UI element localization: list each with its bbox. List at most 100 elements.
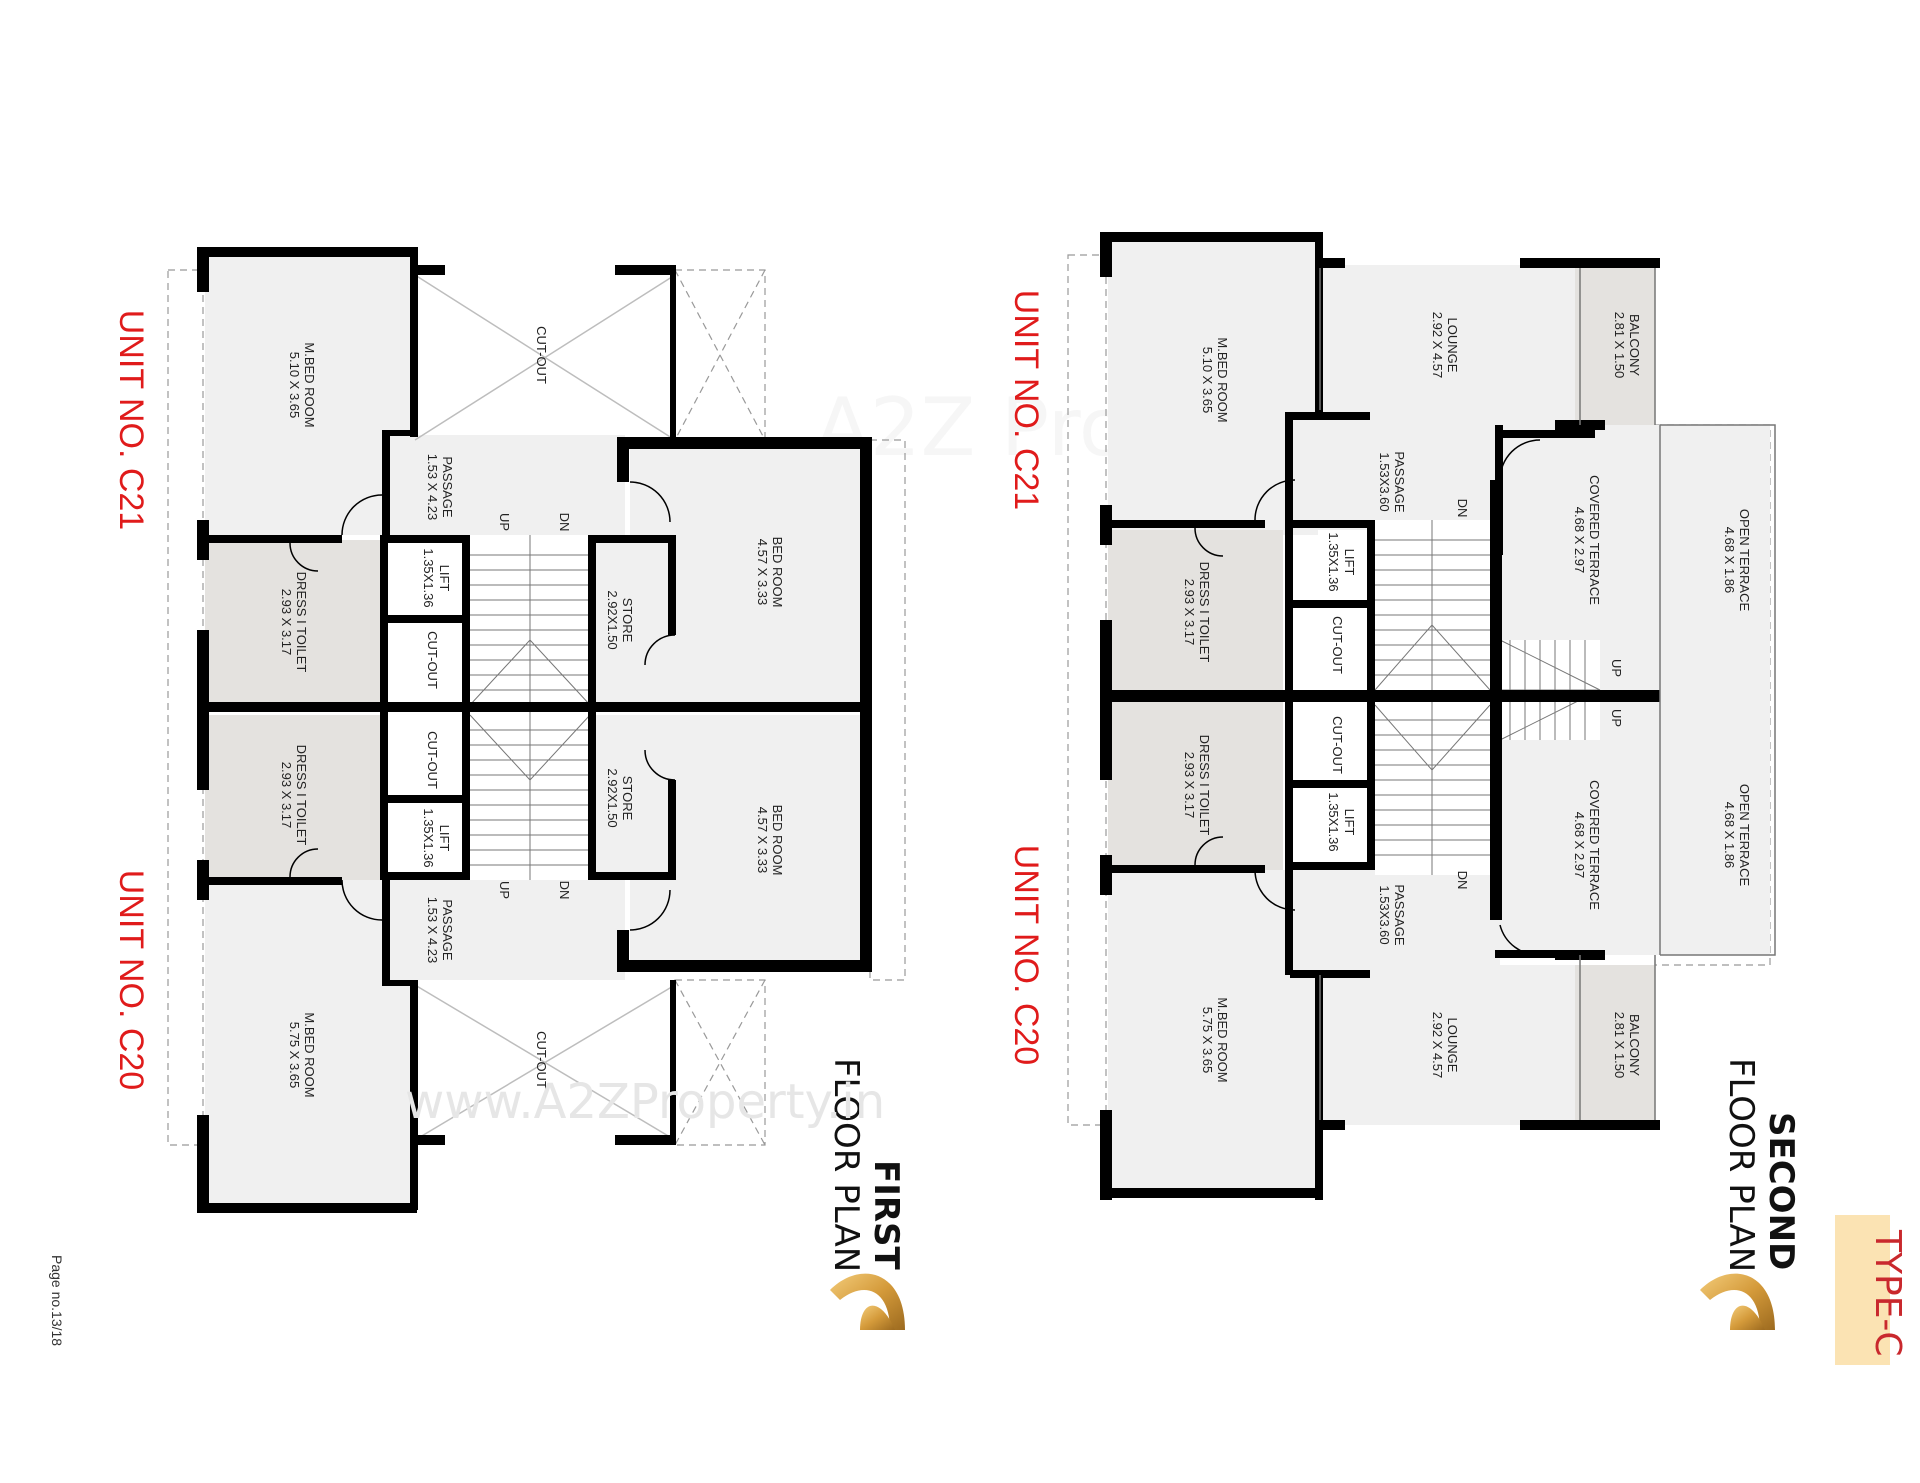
first-room-mbed-bottom (205, 880, 415, 1205)
second-label-balcony-top: BALCONY (1627, 314, 1642, 376)
first-room-passage-bottom (385, 880, 625, 980)
second-label-passage-bottom: PASSAGE (1392, 884, 1407, 946)
first-stair-up-bottom: UP (497, 881, 512, 899)
second-room-dress-top (1108, 530, 1283, 695)
second-stair-dn-bottom: DN (1455, 871, 1470, 890)
first-size-dress-top: 2.93 X 3.17 (279, 589, 294, 656)
first-cutout-cross (414, 274, 676, 1141)
second-terrace-up-top: UP (1609, 659, 1624, 677)
first-room-store-bottom (595, 715, 675, 880)
second-label-lift-bottom: LIFT (1342, 809, 1357, 836)
first-label-cutout-small-top: CUT-OUT (425, 631, 440, 689)
first-walls (197, 247, 872, 1213)
second-floor-logo-icon (1700, 1273, 1775, 1330)
second-floor-title-rest: FLOOR PLAN (1721, 1058, 1761, 1272)
second-size-mbed-top: 5.10 X 3.65 (1200, 347, 1215, 414)
second-label-dress-top: DRESS I TOILET (1197, 562, 1212, 663)
first-dashed-cross (674, 269, 766, 1146)
first-label-passage-bottom: PASSAGE (440, 899, 455, 961)
first-label-store-bottom: STORE (620, 776, 635, 821)
second-floor-plan: UNIT NO. C21 UNIT NO. C20 DN DN UP UP (1007, 232, 1801, 1330)
second-label-covered-bottom: COVERED TERRACE (1587, 780, 1602, 910)
second-size-balcony-top: 2.81 X 1.50 (1612, 312, 1627, 379)
second-label-mbed-top: M.BED ROOM (1215, 337, 1230, 422)
first-label-bed-top: BED ROOM (770, 537, 785, 608)
page-number: Page no.13/18 (49, 1255, 65, 1346)
first-room-dress-bottom (205, 715, 380, 880)
second-room-mbed-bottom (1108, 870, 1318, 1190)
first-room-dress-top (205, 540, 380, 705)
first-room-store-top (595, 540, 675, 705)
second-room-lounge-bottom (1320, 965, 1575, 1125)
second-size-lift-bottom: 1.35X1.36 (1326, 792, 1341, 851)
second-stair-dn-top: DN (1455, 499, 1470, 518)
second-label-open-bottom: OPEN TERRACE (1737, 784, 1752, 887)
first-label-dress-bottom: DRESS I TOILET (294, 745, 309, 846)
second-label-balcony-bottom: BALCONY (1627, 1014, 1642, 1076)
first-label-passage-top: PASSAGE (440, 456, 455, 518)
second-label-dress-bottom: DRESS I TOILET (1197, 735, 1212, 836)
second-room-dress-bottom (1108, 700, 1283, 870)
second-floor-title-bold: SECOND (1761, 1112, 1801, 1270)
first-floor-logo-icon (830, 1273, 905, 1330)
second-label-mbed-bottom: M.BED ROOM (1215, 997, 1230, 1082)
first-size-mbed-top: 5.10 X 3.65 (287, 352, 302, 419)
second-unit-c20-label: UNIT NO. C20 (1007, 845, 1045, 1065)
first-bottom-dashed-cutout (674, 979, 766, 1146)
first-size-store-top: 2.92X1.50 (605, 590, 620, 649)
second-room-balcony-top (1575, 265, 1655, 425)
first-label-cutout-bottom: CUT-OUT (534, 1031, 549, 1089)
second-size-lift-top: 1.35X1.36 (1326, 532, 1341, 591)
second-size-lounge-bottom: 2.92 X 4.57 (1430, 1012, 1445, 1079)
watermark-url: www.A2ZProperty.in (405, 1074, 885, 1130)
first-unit-c21-label: UNIT NO. C21 (112, 310, 150, 530)
first-label-dress-top: DRESS I TOILET (294, 572, 309, 673)
first-room-mbed-top (205, 255, 415, 535)
second-size-passage-top: 1.53X3.60 (1377, 452, 1392, 511)
first-label-store-top: STORE (620, 598, 635, 643)
first-label-lift-top: LIFT (437, 565, 452, 592)
first-floor-plan: UNIT NO. C21 UNIT NO. C20 UP DN UP DN (112, 247, 906, 1330)
first-size-dress-bottom: 2.93 X 3.17 (279, 762, 294, 829)
first-size-bed-top: 4.57 X 3.33 (755, 539, 770, 606)
second-door-swings (1194, 439, 1541, 956)
first-stair-dn-top: DN (557, 513, 572, 532)
second-unit-c21-label: UNIT NO. C21 (1007, 290, 1045, 510)
first-label-cutout-top: CUT-OUT (534, 326, 549, 384)
first-label-mbed-top: M.BED ROOM (302, 342, 317, 427)
second-label-open-top: OPEN TERRACE (1737, 509, 1752, 612)
second-size-mbed-bottom: 5.75 X 3.65 (1200, 1007, 1215, 1074)
second-label-lounge-top: LOUNGE (1445, 318, 1460, 373)
second-label-lift-top: LIFT (1342, 549, 1357, 576)
second-room-open-terrace (1660, 425, 1770, 955)
second-size-covered-top: 4.68 X 2.97 (1572, 507, 1587, 574)
second-room-balcony-bottom (1575, 965, 1655, 1125)
first-size-mbed-bottom: 5.75 X 3.65 (287, 1022, 302, 1089)
first-label-mbed-bottom: M.BED ROOM (302, 1012, 317, 1097)
first-door-swings (289, 481, 676, 931)
second-size-passage-bottom: 1.53X3.60 (1377, 885, 1392, 944)
second-room-passage-top (1290, 420, 1500, 530)
first-right-dashed-outline (869, 439, 906, 981)
second-label-covered-top: COVERED TERRACE (1587, 475, 1602, 605)
second-terrace-up-bottom: UP (1609, 709, 1624, 727)
first-size-passage-top: 1.53 X 4.23 (425, 454, 440, 521)
first-unit-c20-label: UNIT NO. C20 (112, 870, 150, 1090)
second-size-covered-bottom: 4.68 X 2.97 (1572, 812, 1587, 879)
second-label-lounge-bottom: LOUNGE (1445, 1018, 1460, 1073)
second-room-labels: M.BED ROOM 5.10 X 3.65 LOUNGE 2.92 X 4.5… (1182, 312, 1752, 1083)
first-stair-up-top: UP (497, 513, 512, 531)
second-size-open-top: 4.68 X 1.86 (1722, 527, 1737, 594)
second-size-balcony-bottom: 2.81 X 1.50 (1612, 1012, 1627, 1079)
second-label-cutout-bottom: CUT-OUT (1330, 716, 1345, 774)
type-badge-text: TYPE-C (1867, 1229, 1908, 1357)
first-room-labels: M.BED ROOM 5.10 X 3.65 CUT-OUT PASSAGE 1… (279, 326, 785, 1098)
second-room-lounge-top (1320, 265, 1575, 425)
second-thin-lines (1319, 268, 1776, 1120)
first-floor-title-bold: FIRST (866, 1160, 906, 1271)
second-size-lounge-top: 2.92 X 4.57 (1430, 312, 1445, 379)
second-room-passage-bottom (1290, 870, 1500, 975)
first-size-lift-bottom: 1.35X1.36 (421, 808, 436, 867)
first-floor-title-rest: FLOOR PLAN (826, 1058, 866, 1272)
